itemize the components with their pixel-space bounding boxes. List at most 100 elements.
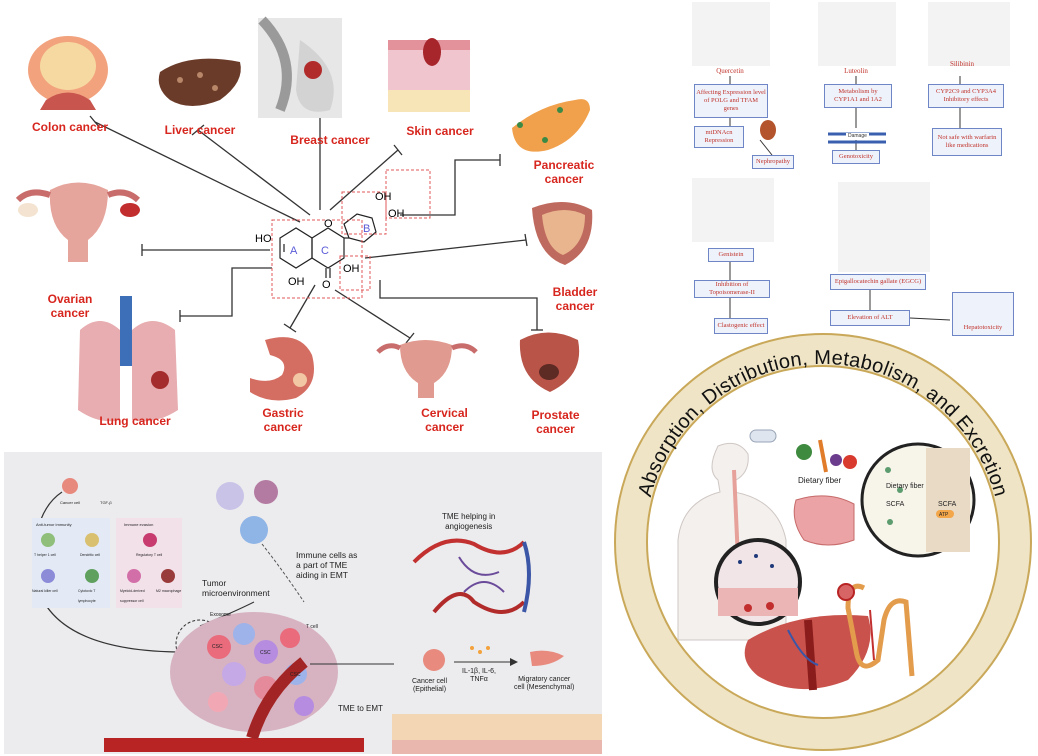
bladder-illustration: [532, 201, 593, 265]
angiogenesis-vessels: [412, 538, 531, 614]
capsule-icon: [749, 429, 777, 443]
exosome-label: Exosome: [210, 612, 231, 618]
label-bladder-line2: cancer: [555, 299, 595, 313]
label-cervical-cancer: Cervical cancer: [407, 406, 482, 434]
ring-b-label: B: [363, 223, 371, 235]
anti-tumor-box: [32, 518, 110, 608]
migratory-line2: cell (Mesenchymal): [514, 684, 575, 691]
cervix-illustration: [376, 340, 478, 398]
mol-oh-right: OH: [343, 263, 360, 275]
tme-angio-line1: TME helping in: [442, 512, 496, 521]
quercetin-name: Quercetin: [716, 67, 744, 75]
egcg-box-name: Epigallocatechin gallate (EGCG): [830, 274, 926, 290]
skin-illustration: [388, 38, 470, 112]
cancer-epi-line2: (Epithelial): [412, 686, 447, 693]
kidney-icon: [760, 120, 776, 140]
pancreas-illustration: [512, 99, 590, 152]
small-cancer-cell-label: Cancer cell: [60, 500, 81, 505]
quercetin-structure-thumb: [692, 2, 770, 66]
label-breast-cancer: Breast cancer: [290, 133, 370, 147]
dendritic-label: Dendritic cell: [80, 553, 101, 557]
silibinin-name: Silibinin: [949, 60, 975, 68]
ring-b-box: [385, 169, 431, 219]
egcg-box-alt: Elevation of ALT: [830, 310, 910, 326]
label-pancreatic-line1: Pancreatic: [533, 158, 595, 172]
egcg-box-hepatotoxicity: Hepatotoxicity: [952, 292, 1014, 336]
lungs-illustration: [78, 296, 178, 422]
luteolin-box-metabolism: Metabolism by CYP1A1 and 1A2: [824, 84, 892, 108]
csc-label-1: CSC: [212, 644, 223, 650]
immune-evasion-box: [116, 518, 182, 608]
cancer-panel: HO OH O OH O OH OH A C B Colon cancer Li…: [0, 0, 610, 445]
label-prostate-line1: Prostate: [531, 408, 580, 422]
genistein-structure-thumb: [692, 178, 774, 242]
inhibit-line-bladder: [364, 239, 527, 259]
tumor-cells: [207, 623, 314, 716]
quercetin-box-mtdna: mtDNAcn Repression: [694, 126, 744, 148]
epithelium-strip: [392, 714, 602, 754]
immune-cell-2: [254, 480, 278, 504]
mol-oh-b: OH: [388, 208, 405, 220]
label-prostate-cancer: Prostate cancer: [518, 408, 593, 436]
mesenchymal-cell: [530, 650, 564, 666]
tme-panel: Cancer cell TGF-β Anti-tumor immunity Im…: [4, 452, 602, 754]
label-colon-cancer: Colon cancer: [31, 120, 109, 134]
label-prostate-line2: cancer: [536, 422, 575, 436]
label-ovarian-line1: Ovarian: [47, 292, 93, 306]
label-cervical-line1: Cervical: [421, 406, 468, 420]
egcg-structure-thumb: [838, 182, 930, 272]
ring-c-label: C: [321, 245, 329, 257]
label-ovarian-cancer: Ovarian cancer: [30, 292, 110, 320]
cancer-epithelial-text: Cancer cell (Epithelial): [412, 678, 447, 694]
tme-angio-line2: angiogenesis: [445, 522, 493, 531]
uterus-illustration: [15, 182, 141, 262]
genistein-box-name: Genistein: [708, 248, 754, 262]
label-liver-cancer: Liver cancer: [164, 123, 236, 137]
inhibit-line-cervical: [334, 289, 411, 339]
tme-angiogenesis-text: TME helping in angiogenesis: [442, 512, 495, 532]
ring-ring-highlight: [339, 255, 371, 291]
label-pancreatic-line2: cancer: [544, 172, 584, 186]
anti-tumor-label: Anti-tumor immunity: [36, 522, 72, 527]
mol-o-ketone: O: [322, 279, 331, 291]
dietary-fiber-inset-label: Dietary fiber: [886, 483, 924, 490]
inhibit-line-pancreatic: [400, 159, 500, 216]
immune-emt-text: Immune cells as a part of TME aiding in …: [296, 550, 357, 580]
cytotoxic-label: Cytotoxic T lymphocyte: [78, 589, 96, 603]
immune-emt-line2: a part of TME: [296, 560, 348, 570]
cancer-panel-graphics: [15, 16, 593, 422]
adme-graphics: Absorption, Distribution, Metabolism, an…: [614, 333, 1032, 751]
inhibit-line-liver: [197, 129, 311, 216]
migratory-line1: Migratory cancer: [518, 676, 571, 683]
inhibit-line-skin: [329, 149, 399, 211]
regulatory-t-label: Regulatory T cell: [136, 553, 163, 557]
inhibit-line-gastric: [289, 284, 316, 329]
immune-cell-3: [240, 516, 268, 544]
quercetin-box-expression: Affecting Expression level of POLG and T…: [694, 84, 768, 118]
luteolin-box-genotoxicity: Genotoxicity: [832, 150, 880, 164]
atp-label: ATP: [939, 512, 949, 518]
inhibit-line-lung: [180, 267, 272, 317]
genistein-box-clastogenic: Clastogenic effect: [714, 318, 768, 334]
label-skin-cancer: Skin cancer: [406, 124, 474, 138]
mol-oh-left: HO: [255, 233, 272, 245]
luteolin-structure-thumb: [818, 2, 896, 66]
tme-to-emt-label: TME to EMT: [338, 704, 383, 713]
liver-illustration: [158, 58, 241, 106]
breast-illustration: [258, 16, 342, 118]
prostate-illustration: [519, 332, 580, 392]
epithelial-cell: [423, 649, 445, 671]
tumor-microenvironment-text: Tumor microenvironment: [202, 578, 270, 598]
mdsc-label: Myeloid-derived suppressor cell: [120, 589, 145, 603]
dietary-fiber-label: Dietary fiber: [798, 476, 842, 485]
migratory-text: Migratory cancer cell (Mesenchymal): [514, 676, 574, 692]
blood-vessel: [104, 738, 364, 752]
ring-ac-highlight: [271, 219, 363, 299]
cytokines-line2: TNFα: [470, 676, 488, 683]
scfa-label-1: SCFA: [886, 501, 905, 508]
immune-evasion-label: Immune evasion: [124, 522, 154, 527]
colon-illustration: [28, 36, 108, 110]
silibinin-box-cyp: CYP2C9 and CYP3A4 Inhibitory effects: [928, 84, 1004, 108]
label-ovarian-line2: cancer: [50, 306, 90, 320]
ring-a-label: A: [290, 245, 298, 257]
